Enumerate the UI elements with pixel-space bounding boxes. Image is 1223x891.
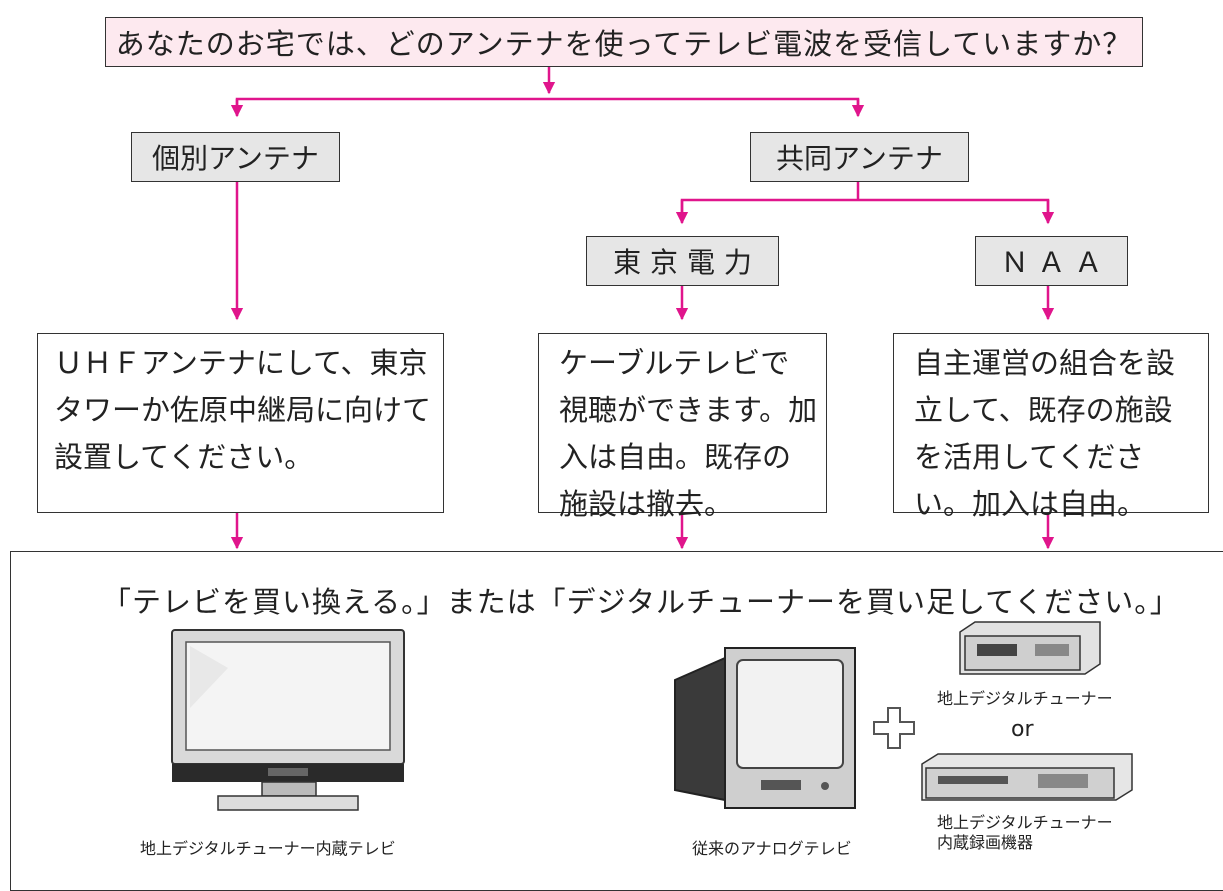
category-shared-label: 共同アンテナ: [776, 142, 943, 175]
category-naa: Ｎ Ａ Ａ: [975, 236, 1128, 286]
description-naa-text: 自主運営の組合を設立して、既存の施設を活用してください。加入は自由。: [914, 346, 1176, 521]
caption-recorder-line2: 内蔵録画機器: [937, 833, 1034, 852]
category-individual-antenna: 個別アンテナ: [131, 132, 340, 182]
category-tepco: 東 京 電 力: [586, 236, 779, 286]
category-naa-label: Ｎ Ａ Ａ: [1000, 246, 1103, 279]
caption-recorder-line1: 地上デジタルチューナー: [937, 813, 1113, 832]
crt-tv-icon: [674, 647, 856, 809]
recorder-box-icon: [921, 753, 1133, 801]
description-tepco: ケーブルテレビで視聴ができます。加入は自由。既存の施設は撤去。: [538, 333, 827, 521]
description-naa: 自主運営の組合を設立して、既存の施設を活用してください。加入は自由。: [893, 333, 1209, 521]
tuner-box-icon: [959, 621, 1101, 675]
description-tepco-text: ケーブルテレビで視聴ができます。加入は自由。既存の施設は撤去。: [559, 346, 818, 521]
arrow-split-shared: [680, 198, 1050, 222]
category-tepco-label: 東 京 電 力: [613, 246, 752, 279]
description-individual-text: ＵＨＦアンテナにして、東京タワーか佐原中継局に向けて設置してください。: [54, 346, 432, 474]
conclusion-text: 「テレビを買い換える。」または「デジタルチューナーを買い足してください。」: [102, 585, 1180, 619]
category-shared-antenna: 共同アンテナ: [750, 132, 969, 182]
description-individual: ＵＨＦアンテナにして、東京タワーか佐原中継局に向けて設置してください。: [37, 333, 444, 513]
arrow-split-main: [235, 97, 860, 115]
question-text: あなたのお宅では、どのアンテナを使ってテレビ電波を受信していますか？: [115, 27, 1133, 61]
question-box: あなたのお宅では、どのアンテナを使ってテレビ電波を受信していますか？: [105, 17, 1143, 67]
caption-tv-builtin: 地上デジタルチューナー内蔵テレビ: [140, 839, 396, 858]
plus-icon: [873, 707, 915, 749]
flow-arrows: [230, 67, 1055, 550]
category-individual-label: 個別アンテナ: [152, 142, 319, 175]
caption-tuner: 地上デジタルチューナー: [937, 689, 1113, 708]
caption-recorder: 地上デジタルチューナー 内蔵録画機器: [937, 813, 1113, 853]
caption-analog-tv: 従来のアナログテレビ: [692, 839, 852, 858]
or-label: or: [1011, 717, 1034, 742]
flat-tv-icon: [171, 629, 405, 811]
